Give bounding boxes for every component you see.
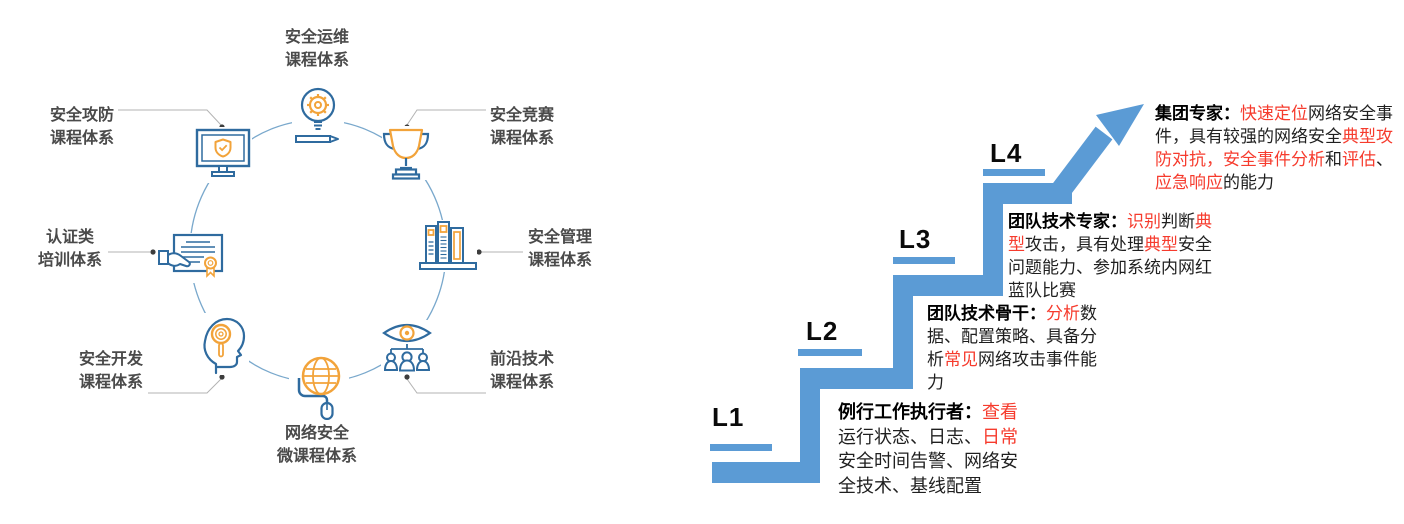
level-desc-l4: 集团专家：快速定位网络安全事件，具有较强的网络安全典型攻防对抗，安全事件分析和评… [1155, 104, 1393, 192]
level-label-l4: L4 [990, 138, 1023, 168]
wheel-label-management: 安全管理 课程体系 [510, 226, 610, 272]
certificate-hand-icon [158, 233, 226, 283]
eye-team-icon [381, 320, 433, 372]
wheel-label-ops: 安全运维 课程体系 [267, 26, 367, 72]
wheel-label-line: 前沿技术 [489, 351, 554, 368]
level-label-l1: L1 [712, 402, 745, 432]
wheel-label-line: 培训体系 [37, 252, 102, 269]
level-label-l2: L2 [806, 316, 839, 346]
wheel-label-competition: 安全竞赛 课程体系 [472, 104, 572, 150]
level-bar-l3 [893, 257, 955, 264]
callout-dot [476, 249, 482, 255]
wheel-label-line: 课程体系 [49, 130, 114, 147]
wheel-label-line: 安全竞赛 [489, 107, 554, 124]
lightbulb-gear-icon [292, 84, 344, 150]
wheel-label-line: 安全运维 [284, 29, 349, 46]
wheel-label-line: 课程体系 [78, 374, 143, 391]
level-bar-l1 [710, 444, 772, 451]
wheel-label-line: 认证类 [45, 229, 94, 246]
wheel-label-line: 课程体系 [489, 374, 554, 391]
level-desc-l2: 团队技术骨干：分析数据、配置策略、具备分析常见网络攻击事件能力 [927, 304, 1097, 392]
wheel-label-line: 安全管理 [527, 229, 592, 246]
arrow-head-icon [1096, 104, 1144, 146]
callout-dot [219, 374, 225, 380]
wheel-label-line: 网络安全 [284, 425, 349, 442]
level-bar-l2 [798, 349, 862, 356]
wheel-label-micro: 网络安全 微课程体系 [267, 422, 367, 468]
callout-dot [150, 249, 156, 255]
wheel-label-line: 安全开发 [78, 351, 143, 368]
level-desc-l1: 例行工作执行者：查看运行状态、日志、日常安全时间告警、网络安全技术、基线配置 [838, 402, 1018, 496]
wheel-label-line: 课程体系 [527, 252, 592, 269]
staircase-shape [712, 183, 1072, 483]
wheel-label-dev: 安全开发 课程体系 [61, 348, 161, 394]
staircase-arrow-shape [712, 104, 1144, 483]
wheel-label-line: 课程体系 [489, 130, 554, 147]
callout-line-dev [148, 378, 222, 394]
level-label-l3: L3 [899, 224, 932, 254]
callout-dot [404, 374, 410, 380]
callout-line-attack [118, 109, 222, 126]
monitor-shield-icon [194, 127, 252, 183]
wheel-label-line: 微课程体系 [276, 448, 357, 465]
globe-mouse-icon [289, 354, 349, 420]
wheel-label-line: 安全攻防 [49, 107, 114, 124]
books-icon [419, 220, 477, 272]
level-desc-l3: 团队技术专家：识别判断典型攻击，具有处理典型安全问题能力、参加系统内网红蓝队比赛 [1008, 212, 1212, 300]
arrow-shaft [1049, 126, 1113, 201]
level-bar-l4 [983, 169, 1045, 176]
wheel-label-line: 课程体系 [284, 52, 349, 69]
wheel-label-frontier: 前沿技术 课程体系 [472, 348, 572, 394]
callout-line-competition [406, 109, 486, 126]
head-magnifier-icon [199, 313, 249, 375]
wheel-label-cert: 认证类 培训体系 [20, 226, 120, 272]
callout-line-frontier [406, 378, 486, 394]
wheel-label-attack: 安全攻防 课程体系 [32, 104, 132, 150]
trophy-icon [382, 126, 430, 180]
